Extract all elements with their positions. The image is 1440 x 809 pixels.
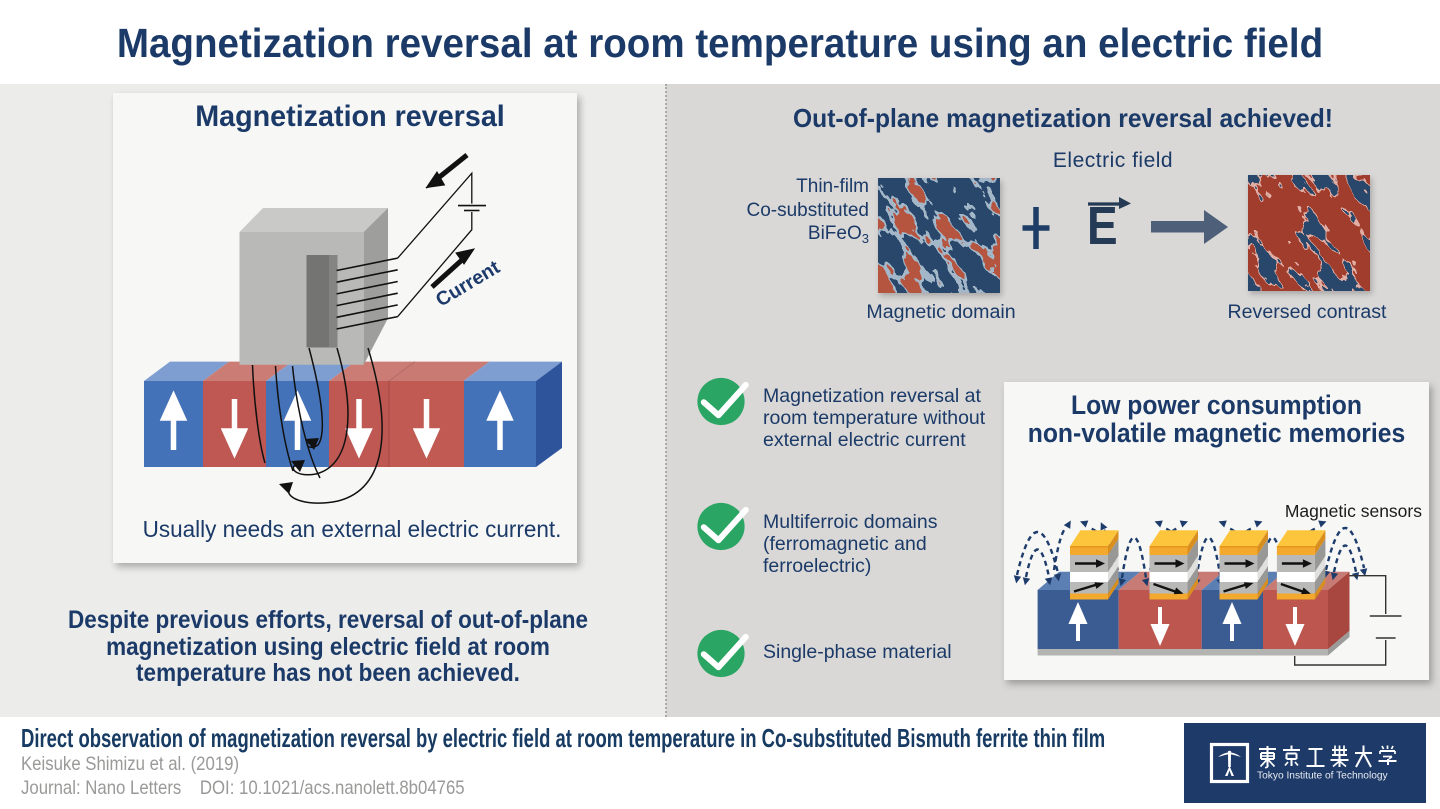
svg-text:Tokyo Institute of Technology: Tokyo Institute of Technology [1257, 771, 1389, 782]
